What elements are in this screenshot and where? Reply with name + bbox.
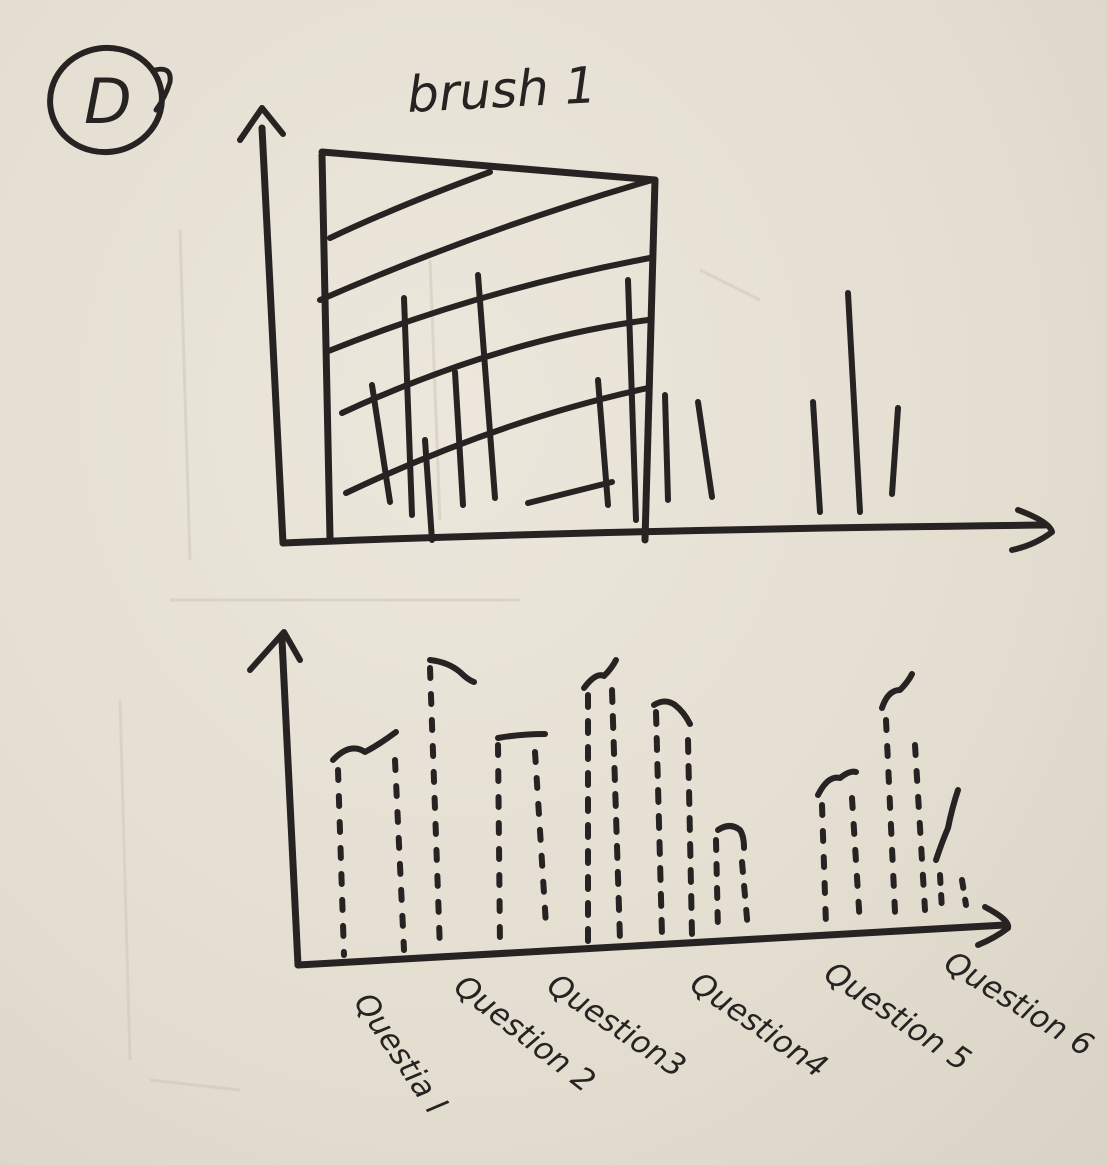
brush-left-edge[interactable] <box>318 151 334 542</box>
top-bar <box>695 399 715 500</box>
bottom-bar <box>739 859 751 933</box>
top-bar <box>662 392 671 503</box>
bottom-bar <box>392 757 407 953</box>
bottom-bar <box>609 687 623 943</box>
bottom-bar-cap <box>933 787 961 863</box>
top-bar-selected <box>625 277 639 523</box>
bottom-bar-cap <box>495 731 548 741</box>
paper-show-through <box>118 229 761 1092</box>
brush-label: brush 1 <box>406 56 598 124</box>
bottom-bar <box>495 742 503 948</box>
bottom-bar-cap <box>879 671 915 711</box>
bottom-bar <box>883 717 898 915</box>
bottom-bar <box>427 665 443 953</box>
top-bar <box>889 405 901 497</box>
top-y-axis-arrowhead <box>237 105 286 143</box>
bottom-x-labels: Questia l Question 2 Question3 Question4… <box>346 944 1099 1121</box>
bottom-bar <box>937 872 945 913</box>
bottom-bars <box>330 657 969 958</box>
bottom-bar <box>912 742 928 913</box>
top-bar <box>810 399 823 515</box>
x-tick-label: Questia l <box>346 986 453 1120</box>
brush-bars <box>369 272 639 543</box>
bottom-bar <box>819 802 829 928</box>
bottom-bar <box>335 767 347 958</box>
top-bar <box>845 290 863 515</box>
option-marker: D <box>47 44 173 156</box>
bottom-bar <box>713 837 721 935</box>
bottom-bar-cap <box>651 698 693 727</box>
brush-selection[interactable] <box>317 148 659 544</box>
bottom-bar <box>849 795 863 928</box>
bottom-bar-cap <box>581 657 619 691</box>
bottom-chart: Questia l Question 2 Question3 Question4… <box>247 629 1100 1121</box>
x-tick-label: Question4 <box>683 965 833 1085</box>
option-marker-label: D <box>84 65 132 138</box>
top-bar-selected <box>401 295 415 518</box>
bottom-bar-cap <box>427 657 477 685</box>
top-y-axis <box>258 124 287 547</box>
top-bar-selected <box>595 377 611 508</box>
bottom-y-axis-arrowhead <box>247 629 303 673</box>
bottom-bar <box>532 749 549 928</box>
bottom-x-axis <box>294 921 1009 969</box>
top-x-axis-arrowhead <box>1009 507 1055 553</box>
brush-right-edge[interactable] <box>641 176 659 544</box>
bottom-bar-cap <box>715 823 747 851</box>
brush-top-edge[interactable] <box>318 148 659 184</box>
top-bars <box>662 290 901 515</box>
top-x-axis <box>279 521 1049 547</box>
bottom-y-axis <box>278 636 302 969</box>
top-bar-selected <box>369 382 393 505</box>
bottom-bar <box>653 709 665 938</box>
top-chart <box>237 105 1055 553</box>
bottom-bar-cap <box>330 729 399 763</box>
top-bar-selected <box>422 437 435 543</box>
top-bar-selected <box>475 272 498 501</box>
bottom-bar <box>685 737 695 938</box>
bottom-bar <box>959 877 969 908</box>
bottom-x-axis-arrowhead <box>975 904 1012 948</box>
top-bar-selected <box>452 369 466 508</box>
bottom-bar-cap <box>815 768 859 798</box>
